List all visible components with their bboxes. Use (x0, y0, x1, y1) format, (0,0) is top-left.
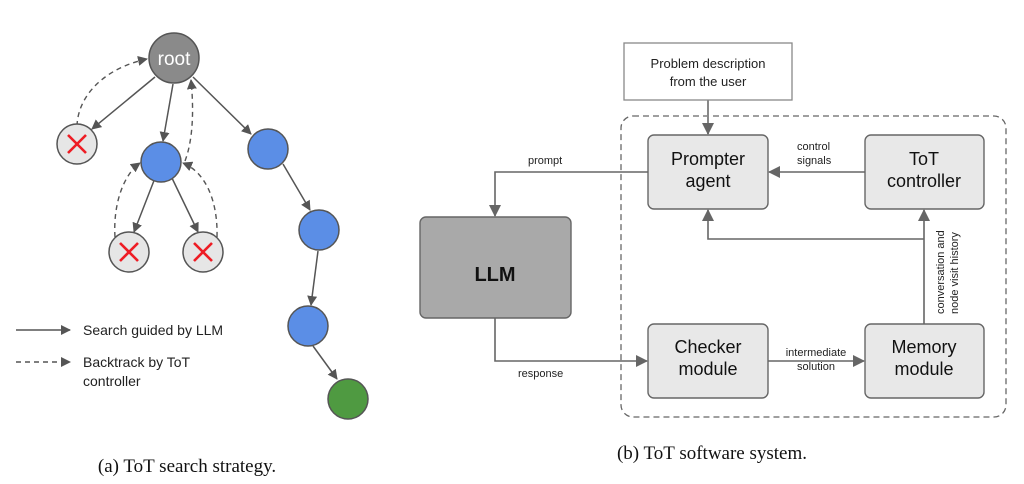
control-signals-label-line1: control (797, 141, 830, 153)
explored-node-right-1 (247, 128, 289, 170)
solution-node (327, 378, 369, 420)
memory-line2: module (894, 359, 953, 379)
backtrack-pruned2-mid (114, 162, 141, 238)
tot-controller-box: ToT controller (864, 134, 985, 210)
edge-mid-pruned3 (170, 175, 199, 233)
llm-box: LLM (419, 216, 572, 319)
legend: Search guided by LLM Backtrack by ToT co… (16, 322, 223, 389)
prompter-agent-box: Prompter agent (647, 134, 769, 210)
prompt-label: prompt (528, 155, 562, 167)
prompter-line1: Prompter (671, 149, 745, 169)
edge-root-pruned1 (91, 76, 156, 130)
memory-module-box: Memory module (864, 323, 985, 399)
cross-icon (193, 242, 213, 262)
pruned-node-3 (182, 231, 224, 273)
problem-description-line2: from the user (670, 74, 747, 89)
edge-root-right1 (192, 76, 252, 135)
explored-node-mid (140, 141, 182, 183)
problem-description-line1: Problem description (651, 56, 766, 71)
checker-module-box: Checker module (647, 323, 769, 399)
llm-label: LLM (474, 264, 515, 286)
explored-node-right-2 (298, 209, 340, 251)
edge-right1-right2 (282, 163, 311, 211)
legend-solid-label: Search guided by LLM (83, 322, 223, 338)
arrow-prompter-to-llm (489, 171, 648, 217)
memory-line1: Memory (891, 337, 956, 357)
edge-mid-pruned2 (132, 177, 156, 233)
control-signals-label-line2: signals (797, 155, 832, 167)
explored-node-right-3 (287, 305, 329, 347)
caption-b: (b) ToT software system. (617, 443, 807, 464)
intermediate-label-line2: solution (797, 361, 835, 373)
controller-line1: ToT (909, 149, 939, 169)
cross-icon (119, 242, 139, 262)
checker-line2: module (678, 359, 737, 379)
prompter-line2: agent (685, 171, 730, 191)
root-label: root (158, 49, 191, 70)
intermediate-label-line1: intermediate (786, 347, 847, 359)
edge-right2-right3 (307, 250, 319, 306)
arrow-llm-to-checker (494, 318, 648, 367)
arrow-memory-to-prompter (702, 209, 924, 240)
cross-icon (67, 134, 87, 154)
history-label-line2: node visit history (949, 232, 961, 314)
response-label: response (518, 368, 563, 380)
backtrack-mid-root (184, 79, 197, 162)
caption-a: (a) ToT search strategy. (98, 456, 276, 477)
edge-right3-goal (312, 345, 338, 380)
legend-dashed-label-line2: controller (83, 373, 141, 389)
pruned-node-1 (56, 123, 98, 165)
backtrack-pruned1-root (76, 56, 148, 127)
pruned-node-2 (108, 231, 150, 273)
search-tree: root (56, 32, 369, 420)
history-label-line1: conversation and (935, 230, 947, 314)
checker-line1: Checker (674, 337, 741, 357)
tot-system-boundary (620, 115, 1007, 418)
edge-root-mid (159, 83, 174, 142)
software-system: Problem description from the user Prompt… (419, 42, 1007, 418)
problem-description-box: Problem description from the user (623, 42, 793, 101)
legend-dashed-label-line1: Backtrack by ToT (83, 354, 191, 370)
backtrack-pruned3-mid (182, 161, 218, 238)
controller-line2: controller (887, 171, 961, 191)
root-node: root (148, 32, 200, 84)
